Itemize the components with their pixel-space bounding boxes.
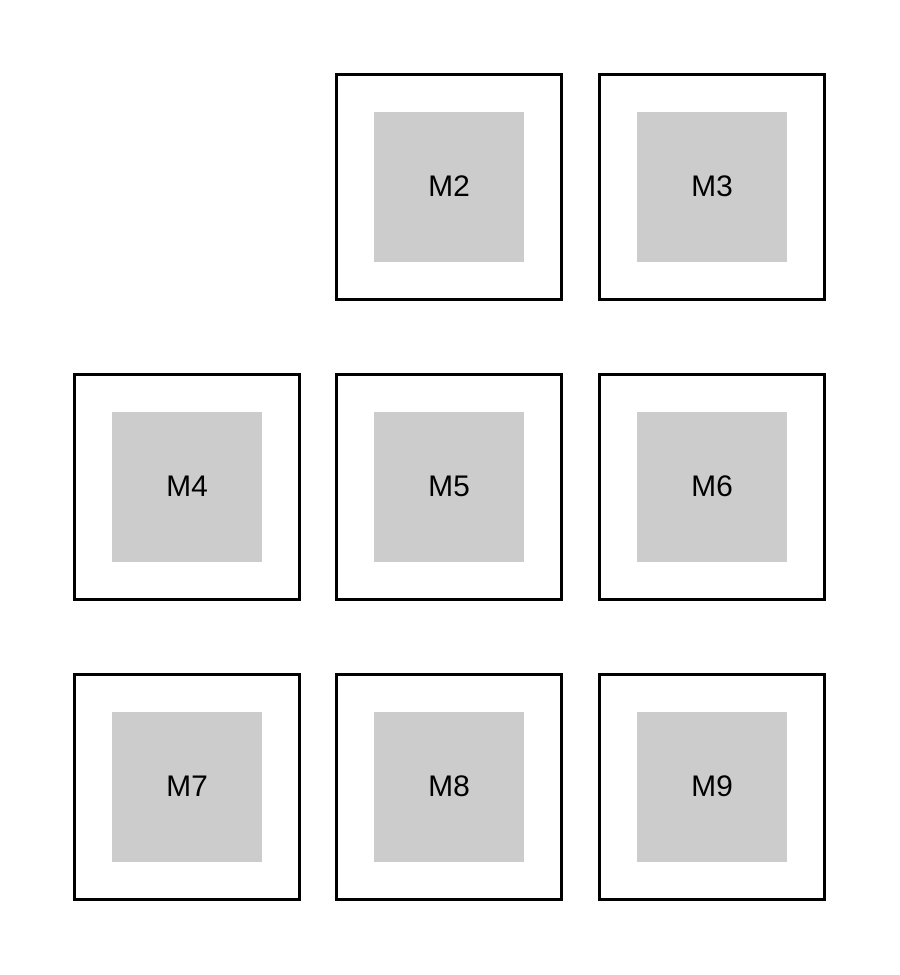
module-frame-m5: M5 (335, 373, 563, 601)
module-box-m7: M7 (112, 712, 262, 862)
module-frame-m2: M2 (335, 73, 563, 301)
module-label-m8: M8 (428, 770, 470, 803)
module-label-m5: M5 (428, 470, 470, 503)
module-label-m6: M6 (691, 470, 733, 503)
module-frame-m4: M4 (73, 373, 301, 601)
module-box-m4: M4 (112, 412, 262, 562)
module-label-m4: M4 (166, 470, 208, 503)
module-box-m9: M9 (637, 712, 787, 862)
module-frame-m8: M8 (335, 673, 563, 901)
module-box-m8: M8 (374, 712, 524, 862)
module-label-m7: M7 (166, 770, 208, 803)
module-frame-m9: M9 (598, 673, 826, 901)
module-label-m3: M3 (691, 170, 733, 203)
module-label-m2: M2 (428, 170, 470, 203)
module-frame-m6: M6 (598, 373, 826, 601)
module-frame-m3: M3 (598, 73, 826, 301)
module-frame-m7: M7 (73, 673, 301, 901)
module-box-m2: M2 (374, 112, 524, 262)
module-box-m6: M6 (637, 412, 787, 562)
module-box-m3: M3 (637, 112, 787, 262)
module-label-m9: M9 (691, 770, 733, 803)
module-box-m5: M5 (374, 412, 524, 562)
